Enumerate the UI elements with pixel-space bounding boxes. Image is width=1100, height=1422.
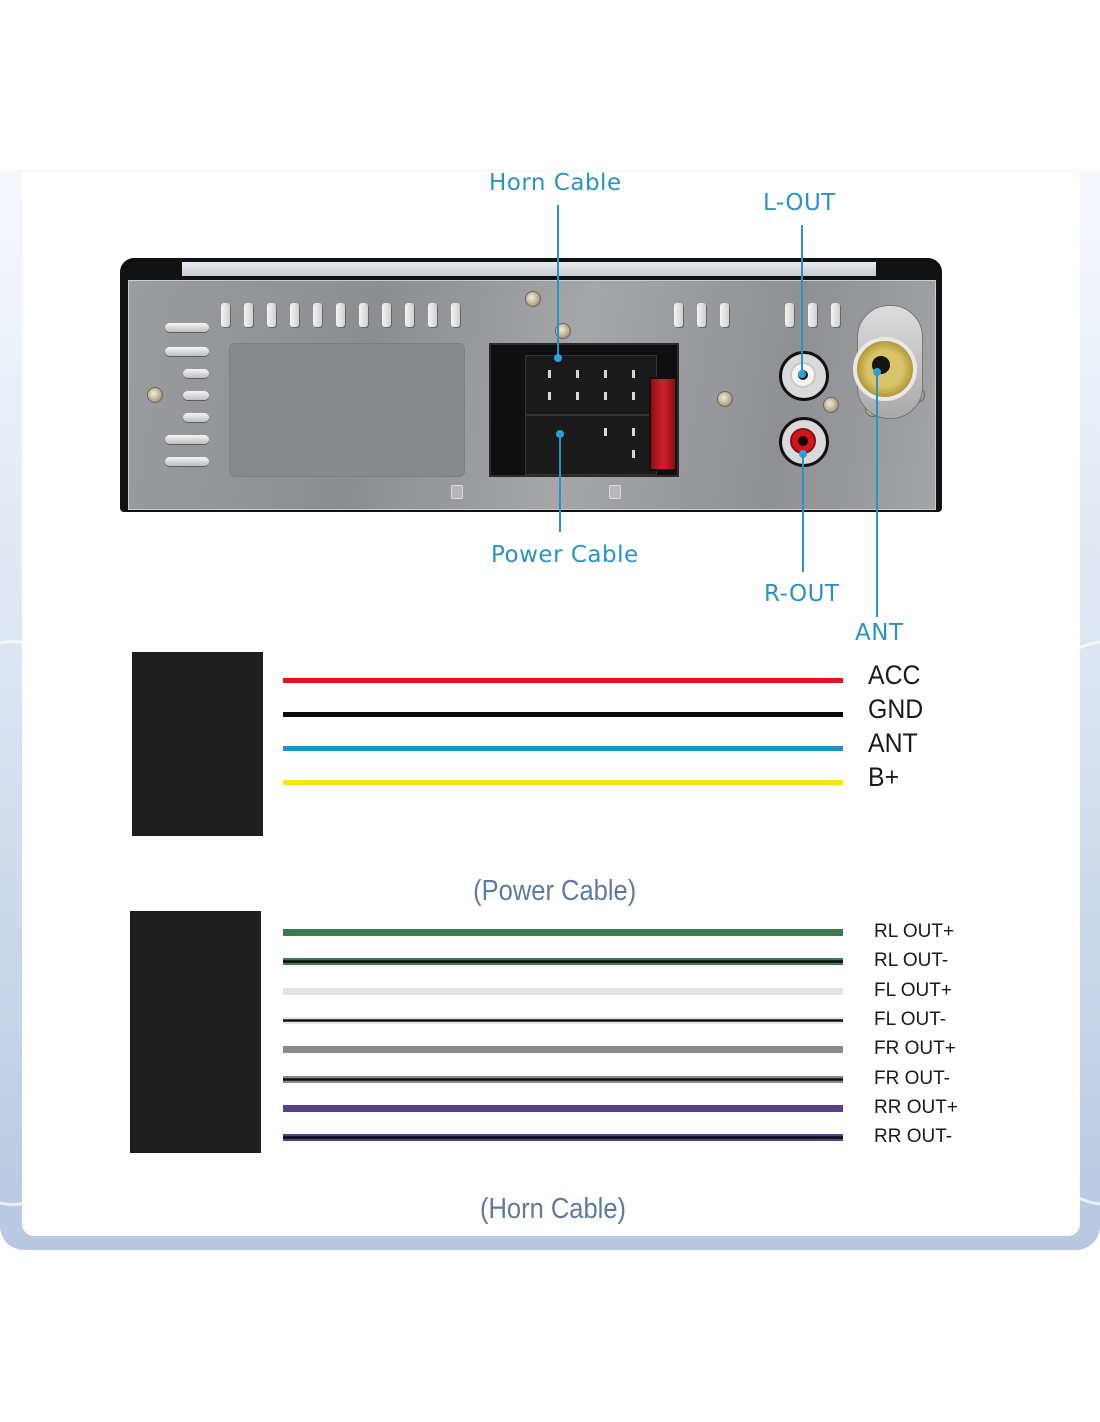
vent-slot xyxy=(221,303,230,327)
vent-slot xyxy=(165,323,209,332)
leader-line xyxy=(876,372,878,617)
wire-acc xyxy=(283,678,843,683)
leader-line xyxy=(557,205,559,358)
wire-label: ACC xyxy=(868,660,921,690)
screw-icon xyxy=(717,391,733,407)
vent-slot xyxy=(244,303,253,327)
vent-slot xyxy=(428,303,437,327)
vent-slot xyxy=(674,303,683,327)
iso-connector xyxy=(489,343,679,477)
top-chassis-strip xyxy=(182,262,876,276)
leader-line xyxy=(802,454,804,572)
car-radio-rear-panel xyxy=(120,258,942,512)
wire-rl-outplus xyxy=(283,929,843,936)
power-harness-plug xyxy=(132,652,263,836)
vent-slot xyxy=(831,303,840,327)
vent-slot xyxy=(183,413,209,422)
callout-dot xyxy=(798,370,806,378)
wire-label: RR OUT+ xyxy=(874,1096,958,1118)
wire-rr-outplus xyxy=(283,1104,843,1112)
leader-line xyxy=(801,225,803,375)
vent-slot xyxy=(808,303,817,327)
power-harness-caption: (Power Cable) xyxy=(473,875,637,907)
vent-slot xyxy=(165,435,209,444)
wire-bplus xyxy=(283,780,843,785)
callout-l-out: L-OUT xyxy=(763,190,836,216)
wire-fl-outminus xyxy=(283,1016,843,1024)
wire-rl-outminus xyxy=(283,958,843,966)
screw-icon xyxy=(525,291,541,307)
screw-icon xyxy=(823,397,839,413)
r-out-rca-jack xyxy=(779,417,829,467)
callout-r-out: R-OUT xyxy=(764,581,840,607)
vent-slot xyxy=(183,391,209,400)
wire-label: RR OUT- xyxy=(874,1126,953,1148)
leader-line xyxy=(559,434,561,532)
vent-slot xyxy=(720,303,729,327)
label-panel xyxy=(229,343,465,477)
vent-slot xyxy=(313,303,322,327)
horn-harness-caption: (Horn Cable) xyxy=(479,1193,627,1225)
vent-slot xyxy=(183,369,209,378)
callout-power-cable: Power Cable xyxy=(491,542,639,568)
power-cable-socket xyxy=(525,415,657,475)
vent-slot xyxy=(267,303,276,327)
wire-gnd xyxy=(283,712,843,717)
horn-harness-plug xyxy=(130,911,261,1153)
antenna-jack xyxy=(853,337,917,401)
vent-slot xyxy=(359,303,368,327)
wire-label: FR OUT+ xyxy=(874,1038,956,1060)
callout-dot xyxy=(554,354,562,362)
wire-label: GND xyxy=(868,694,924,724)
vent-slot xyxy=(382,303,391,327)
vent-slot xyxy=(165,457,209,466)
vent-slot xyxy=(165,347,209,356)
vent-slot xyxy=(336,303,345,327)
screw-icon xyxy=(147,387,163,403)
wire-label: FR OUT- xyxy=(874,1067,950,1089)
vent-slot xyxy=(697,303,706,327)
wire-label: FL OUT+ xyxy=(874,979,952,1001)
callout-ant: ANT xyxy=(855,620,904,646)
mount-tab xyxy=(451,485,463,499)
vent-slot xyxy=(451,303,460,327)
wire-label: FL OUT- xyxy=(874,1008,947,1030)
callout-horn-cable: Horn Cable xyxy=(489,170,622,196)
wire-fr-outminus xyxy=(283,1075,843,1083)
mount-tab xyxy=(609,485,621,499)
wire-rr-outminus xyxy=(283,1134,843,1142)
vent-slot xyxy=(785,303,794,327)
vent-slot xyxy=(405,303,414,327)
wire-label: RL OUT- xyxy=(874,950,949,972)
wire-fr-outplus xyxy=(283,1046,843,1054)
wire-ant xyxy=(283,746,843,751)
horn-cable-socket xyxy=(525,355,657,415)
wire-fl-outplus xyxy=(283,987,843,995)
wire-label: B+ xyxy=(868,762,900,792)
fuse-icon xyxy=(649,377,677,471)
metal-back-plate xyxy=(128,280,936,510)
wire-label: ANT xyxy=(868,728,918,758)
wire-label: RL OUT+ xyxy=(874,921,955,942)
screw-icon xyxy=(555,323,571,339)
vent-slot xyxy=(290,303,299,327)
